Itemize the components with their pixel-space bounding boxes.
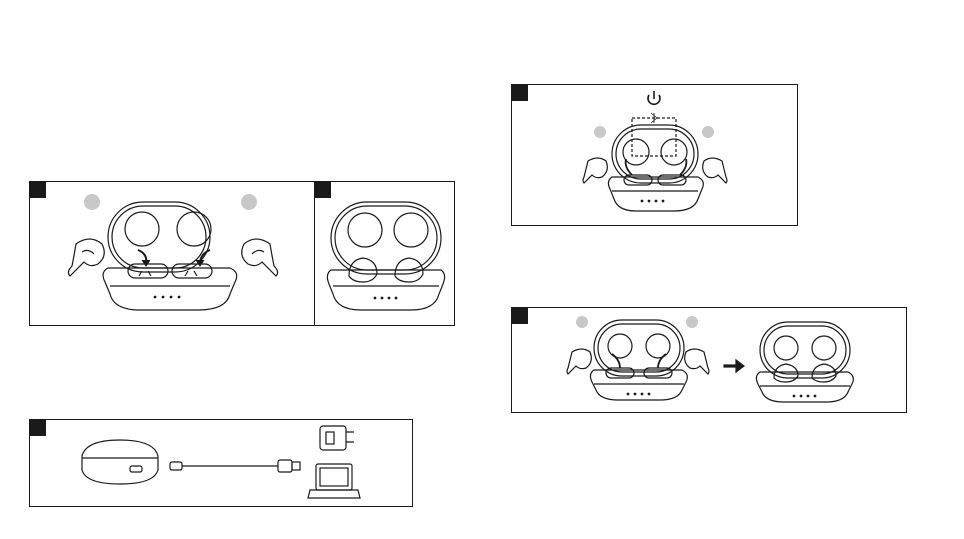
bluetooth-icon [651,113,657,123]
earbud-right [703,158,727,183]
earbuds-in-case-illustration [315,182,456,327]
lid-cup-left [125,212,159,246]
usb-a-plug [278,460,292,472]
return-to-case-illustration [512,308,908,414]
usb-c-plug [170,462,182,470]
arrow-right [724,360,744,372]
case-base [103,268,237,310]
pairing-indicator [632,118,676,156]
lid-cup-right [177,212,211,246]
case-base [327,270,444,310]
charging-case-closed [82,440,158,484]
case-base [608,177,703,211]
case-base [756,372,853,402]
earbud-left [68,239,104,276]
slot-right [172,264,212,278]
earbud-right [685,349,709,374]
earbud-left [567,349,591,374]
panel-return-to-case [511,307,907,413]
case-base [590,370,687,400]
charge-case-illustration [30,420,414,508]
grey-dot-right [241,194,257,210]
insert-earbuds-illustration [30,182,316,327]
power-pair-illustration [512,85,799,227]
panel-charge-case [29,419,413,507]
grey-dot-left [84,194,100,210]
panel-insert-earbuds [29,181,315,326]
laptop-base [308,490,360,498]
panel-earbuds-in-case [314,181,455,326]
earbud-right [242,239,278,276]
usb-port [130,466,142,472]
case-lid [612,125,698,183]
panel-power-pair [511,84,798,226]
wall-adapter [320,426,346,450]
earbud-left [583,158,607,183]
